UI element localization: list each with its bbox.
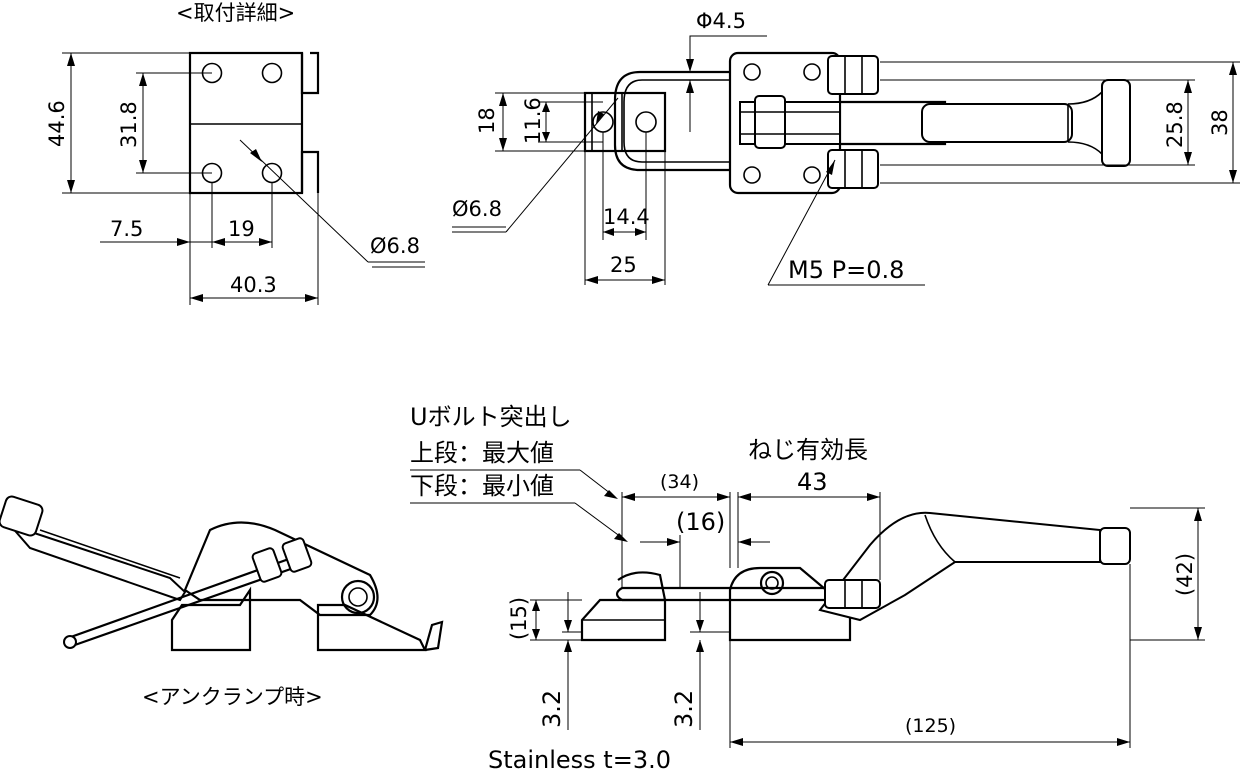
unclamped-view: <アンクランプ時>: [0, 495, 444, 709]
material-note: Stainless t=3.0: [488, 746, 671, 774]
mounting-detail-view: <取付詳細> 44.6 31.8 7.5 19 4: [45, 1, 425, 305]
dim-15: (15): [507, 597, 531, 640]
unclamp-caption: <アンクランプ時>: [142, 685, 323, 709]
thread-length-label: ねじ有効長: [748, 436, 868, 464]
dim-3-2-b: 3.2: [670, 690, 698, 728]
dim-18: 18: [475, 107, 499, 134]
dim-42: (42): [1173, 553, 1197, 596]
top-view: Φ4.5 18 11.6 Ø6.8 14.4 25: [452, 9, 1240, 286]
thread-spec: M5 P=0.8: [788, 256, 904, 284]
ubolt-protrusion-label: Uボルト突出し: [410, 403, 572, 431]
dim-31-8: 31.8: [117, 101, 141, 148]
dim-43: 43: [797, 468, 828, 496]
dim-125: (125): [905, 715, 956, 737]
dim-16: (16): [676, 508, 725, 536]
dim-3-2-a: 3.2: [538, 690, 566, 728]
dim-40-3: 40.3: [230, 273, 277, 297]
dim-25-8: 25.8: [1163, 101, 1187, 148]
upper-max-label: 上段：最大値: [410, 439, 554, 467]
dim-38: 38: [1208, 109, 1232, 136]
dim-hole-b: Ø6.8: [452, 197, 502, 221]
dim-phi4-5: Φ4.5: [696, 9, 746, 33]
dim-25: 25: [610, 253, 637, 277]
dim-19: 19: [228, 217, 255, 241]
dim-44-6: 44.6: [45, 100, 69, 147]
dim-hole-a: Ø6.8: [370, 234, 420, 258]
dim-7-5: 7.5: [110, 217, 143, 241]
lower-min-label: 下段：最小値: [410, 472, 554, 500]
mount-detail-title: <取付詳細>: [176, 1, 295, 25]
dim-34: (34): [660, 471, 699, 493]
side-view: Uボルト突出し 上段：最大値 下段：最小値 ねじ有効長 (34) 43 (16): [410, 403, 1205, 774]
dim-14-4: 14.4: [603, 205, 650, 229]
dim-11-6: 11.6: [521, 97, 545, 144]
